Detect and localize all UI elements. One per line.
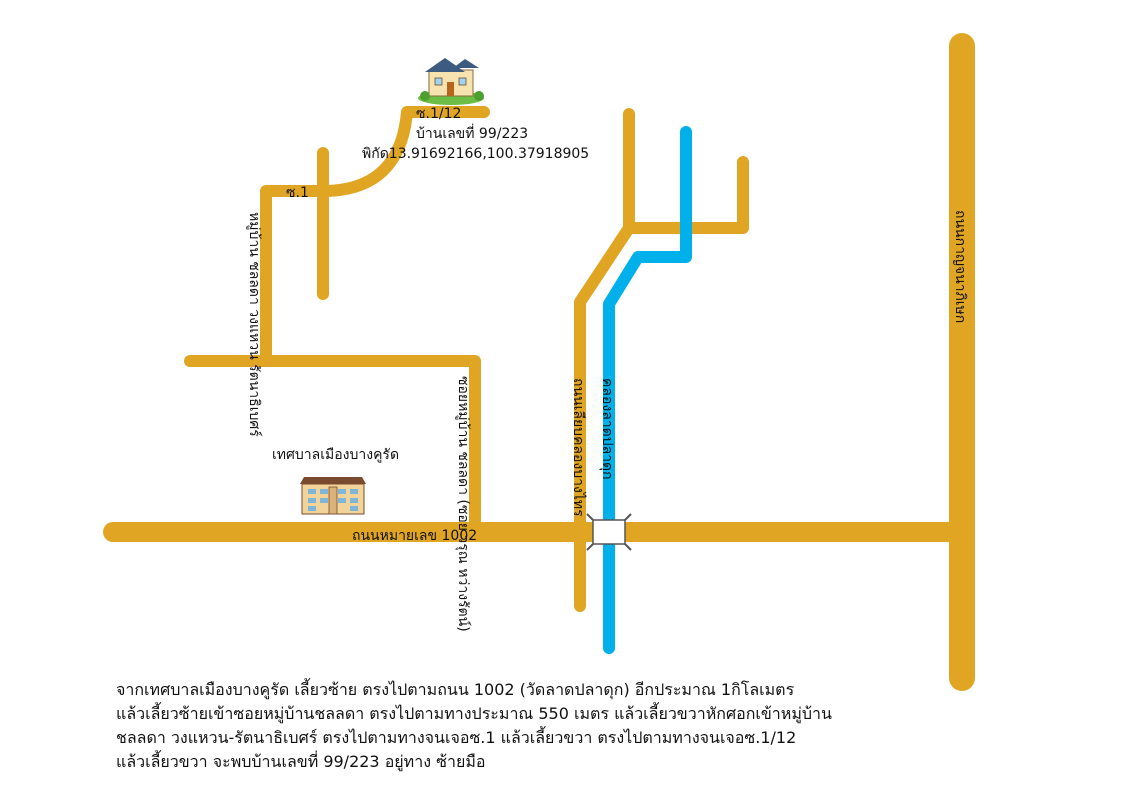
directions-line-4: แล้วเลี้ยวขวา จะพบบ้านเลขที่ 99/223 อยู่… (116, 752, 486, 771)
label-village-ring: หมู่บ้าน ชลลดา วงแหวน รัตนาธิเบศร์ (246, 212, 263, 437)
label-road-khlong: ถนนเลียบคลองบางไทร (570, 378, 587, 517)
label-municipality: เทศบาลเมืองบางคูรัด (272, 447, 399, 463)
road-soi-1-12 (317, 106, 490, 197)
road-soi-chonlada (184, 355, 481, 538)
road-village-ring (260, 185, 329, 367)
road-khlong-bang-sai (574, 108, 635, 612)
label-coordinates: พิกัด13.91692166,100.37918905 (362, 146, 589, 162)
bridge-icon (586, 513, 632, 551)
label-soi-village: ซอยหมู่บ้าน ชลลดา (ซอย วรุณ หว่างรัตน์) (455, 376, 472, 632)
directions-line-1: จากเทศบาลเมืองบางคูรัด เลี้ยวซ้าย ตรงไปต… (116, 680, 795, 699)
road-khlong-branch (623, 156, 749, 234)
directions-line-3: ชลลดา วงแหวน-รัตนาธิเบศร์ ตรงไปตามทางจนเ… (116, 728, 797, 747)
directions-line-2: แล้วเลี้ยวซ้ายเข้าซอยหมู่บ้านชลลดา ตรงไป… (116, 704, 832, 723)
label-canal: คลองลาดปลาดุก (599, 378, 615, 480)
house-icon (418, 58, 484, 105)
label-ring-road: ถนนกาญจนาภิเษก (952, 210, 968, 323)
label-soi-1: ซ.1 (286, 185, 309, 201)
label-road-1002: ถนนหมายเลข 1002 (352, 528, 477, 544)
municipality-building-icon (300, 477, 366, 515)
label-house-number: บ้านเลขที่ 99/223 (416, 124, 528, 142)
label-soi-1-12: ซ.1/12 (416, 106, 461, 122)
directions-text: จากเทศบาลเมืองบางคูรัด เลี้ยวซ้าย ตรงไปต… (116, 678, 1076, 774)
canal-lat-pla-duk (603, 126, 692, 654)
